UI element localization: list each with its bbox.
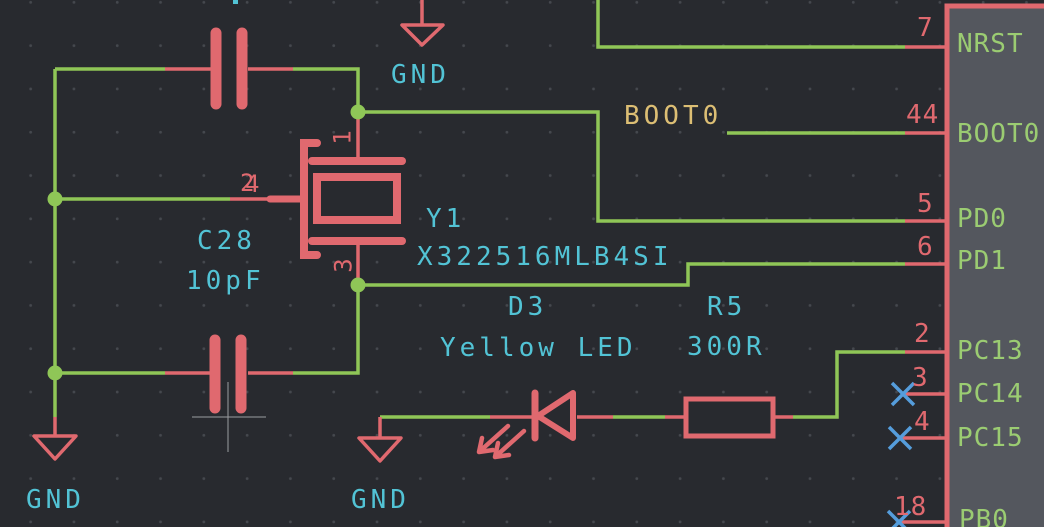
- ic-pin-name-pb0[interactable]: PB0: [959, 505, 1009, 527]
- gnd-arrow-left[interactable]: [32, 434, 78, 461]
- wire-pd0[interactable]: [358, 110, 905, 223]
- y1-pin1-number: 1: [328, 129, 357, 145]
- pins[interactable]: [53, 0, 947, 524]
- ic-pin-name-pc14[interactable]: PC14: [957, 379, 1024, 409]
- c28-ref[interactable]: C28: [197, 226, 256, 256]
- y1-pin2-number: 2: [240, 169, 256, 197]
- ic-pin-name-nrst[interactable]: NRST: [957, 29, 1024, 59]
- ic-pin-number-18: 18: [894, 492, 928, 522]
- junction-dot: [350, 104, 366, 120]
- ic-pin-name-pd0[interactable]: PD0: [957, 204, 1007, 234]
- ic-pin-name-pd1[interactable]: PD1: [957, 246, 1007, 276]
- led-emission-arrows: [476, 423, 527, 460]
- gnd-label-mid[interactable]: GND: [351, 485, 410, 515]
- ic-pin-number-4: 4: [914, 407, 931, 437]
- ic-pin-number-6: 6: [917, 232, 934, 262]
- d3-value[interactable]: Yellow LED: [440, 333, 637, 363]
- gnd-arrow-top[interactable]: [400, 23, 445, 47]
- y1-pin4-number: 4: [245, 170, 261, 198]
- ic-pin-number-5: 5: [917, 189, 934, 219]
- crystal-body[interactable]: [313, 173, 401, 224]
- no-connect-x-pc14[interactable]: [890, 381, 916, 407]
- no-connect-x-pc15[interactable]: [887, 425, 913, 451]
- ic-pin-number-7: 7: [917, 13, 934, 43]
- led-arrow: [476, 423, 511, 455]
- no-connect-flags[interactable]: [886, 381, 916, 527]
- capacitor-c28[interactable]: [209, 334, 247, 414]
- resistor-r5-body[interactable]: [683, 396, 776, 439]
- d3-ref[interactable]: D3: [508, 292, 548, 322]
- junctions: [47, 104, 366, 381]
- capacitor-c-top[interactable]: [210, 27, 248, 110]
- crystal-y1[interactable]: [266, 139, 406, 259]
- junction-dot: [47, 365, 63, 381]
- net-label-boot0[interactable]: BOOT0: [624, 101, 723, 131]
- y1-pin3-number: 3: [329, 257, 358, 273]
- gnd-label-left[interactable]: GND: [26, 485, 85, 515]
- no-connect-x-pb0[interactable]: [886, 509, 912, 527]
- wire[interactable]: [293, 285, 360, 375]
- wire-pd1[interactable]: [358, 262, 905, 287]
- led-arrow: [492, 428, 527, 460]
- gnd-label-top[interactable]: GND: [391, 60, 450, 90]
- y1-value[interactable]: X322516MLB4SI: [417, 242, 673, 272]
- gnd-arrow-mid[interactable]: [357, 436, 403, 463]
- ic-pin-name-pc15[interactable]: PC15: [957, 423, 1024, 453]
- y1-ref[interactable]: Y1: [426, 204, 466, 234]
- r5-value[interactable]: 300R: [687, 332, 766, 362]
- wire-nrst[interactable]: [596, 0, 905, 49]
- wire-pc13[interactable]: [793, 350, 905, 419]
- ic-body[interactable]: [944, 3, 1044, 527]
- ic-pin-name-pc13[interactable]: PC13: [957, 336, 1024, 366]
- ic-pin-number-2: 2: [914, 319, 931, 349]
- junction-dot: [47, 191, 63, 207]
- wires[interactable]: [53, 0, 905, 419]
- c28-value[interactable]: 10pF: [186, 266, 265, 296]
- ic-pin-name-boot0[interactable]: BOOT0: [957, 119, 1041, 149]
- ic-pin-number-44: 44: [906, 100, 940, 130]
- led-triangle[interactable]: [535, 390, 576, 441]
- cropped-text-remnant: [233, 0, 238, 4]
- r5-ref[interactable]: R5: [707, 292, 747, 322]
- ic-pin-number-3: 3: [912, 363, 929, 393]
- gnd-symbols[interactable]: [32, 23, 445, 463]
- cursor-crosshair: [192, 382, 266, 452]
- wire[interactable]: [293, 67, 360, 112]
- junction-dot: [350, 277, 366, 293]
- led-d3[interactable]: [476, 389, 576, 460]
